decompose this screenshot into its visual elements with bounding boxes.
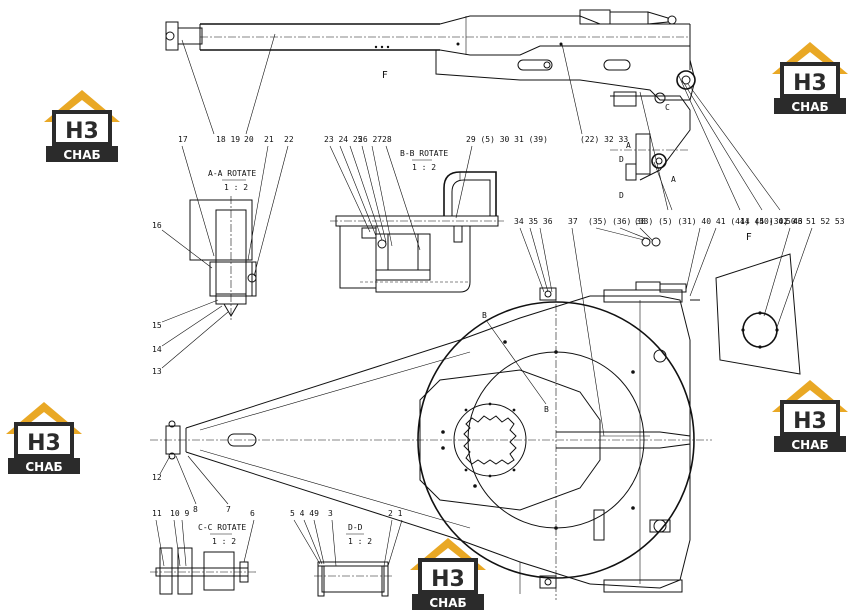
view-f-detail: F 50 51 52 53: [715, 217, 845, 375]
cc-scale: 1 : 2: [212, 537, 236, 546]
callout-21: 21: [264, 135, 274, 144]
logo-main: H3: [793, 409, 827, 434]
callout-35-36-38: (35) (36) 38: [588, 217, 646, 226]
top-boom-view: F: [165, 9, 696, 181]
logo-watermark: H3 СНАБ: [410, 538, 486, 610]
callout-20: 20: [244, 135, 254, 144]
cc-title: C-C ROTATE: [198, 523, 246, 532]
callout-34-35-36: 34 35 36: [514, 217, 553, 226]
marker-b-bottom: B: [544, 405, 549, 414]
bb-title: B-B ROTATE: [400, 149, 448, 158]
main-plan-view: B B: [150, 237, 712, 600]
aa-scale: 1 : 2: [224, 183, 248, 192]
callout-15: 15: [152, 321, 162, 330]
logo-main: H3: [431, 567, 465, 592]
marker-d-bottom: D: [619, 191, 624, 200]
logo-sub: СНАБ: [25, 460, 62, 474]
callout-16: 16: [152, 221, 162, 230]
logo-watermark: H3 СНАБ: [6, 402, 82, 474]
callout-50: 50: [786, 217, 796, 226]
view-f-title: F: [746, 232, 752, 243]
callout-51-52-53: 51 52 53: [806, 217, 845, 226]
section-dd: D-D 1 : 2 5 4 49 3 2 1: [290, 509, 403, 597]
callout-26-27: 26 27: [358, 135, 382, 144]
callout-33-42: (33) (5) (31) 40 41 (41) (40) 42 43: [634, 217, 803, 226]
logo-sub: СНАБ: [63, 148, 100, 162]
callout-29-30: 29 (5) 30 31 (39): [466, 135, 548, 144]
logo-main: H3: [27, 431, 61, 456]
marker-a-bottom: A: [671, 175, 676, 184]
logo-main: H3: [65, 119, 99, 144]
callout-37: 37: [568, 217, 578, 226]
aa-title: A-A ROTATE: [208, 169, 256, 178]
callout-6: 6: [250, 509, 255, 518]
callout-12: 12: [152, 473, 162, 482]
section-aa: A-A ROTATE 1 : 2 17 21 22 16 15 14 13: [152, 135, 294, 376]
logo-sub: СНАБ: [791, 100, 828, 114]
logo-watermark: H3 СНАБ: [772, 380, 848, 452]
callout-14: 14: [152, 345, 162, 354]
callout-17: 17: [178, 135, 188, 144]
dd-scale: 1 : 2: [348, 537, 372, 546]
callout-23-24-25: 23 24 25: [324, 135, 363, 144]
callout-7: 7: [226, 505, 231, 514]
callout-22: 22: [284, 135, 294, 144]
callout-11: 11: [152, 509, 162, 518]
marker-c: C: [665, 103, 670, 112]
callout-44-46: 44 45 (30) 46: [740, 217, 803, 226]
logo-sub: СНАБ: [791, 438, 828, 452]
marker-a-top: A: [626, 141, 631, 150]
callout-8: 8: [193, 505, 198, 514]
bb-scale: 1 : 2: [412, 163, 436, 172]
logo-sub: СНАБ: [429, 596, 466, 610]
dd-title: D-D: [348, 523, 363, 532]
callout-18-19: 18 19: [216, 135, 240, 144]
view-f-label: F: [382, 70, 388, 81]
section-bb: B-B ROTATE 1 : 2 23 24 25 26 27 28 29 (5…: [324, 135, 548, 293]
marker-d-top: D: [619, 155, 624, 164]
callout-32-33: (22) 32 33: [580, 135, 628, 144]
marker-b-top: B: [482, 311, 487, 320]
section-cc: C-C ROTATE 1 : 2 11 10 9 6: [150, 509, 256, 595]
main-callouts: 34 35 36 37 (35) (36) 38 (33) (5) (31) 4…: [152, 217, 803, 514]
callout-10-9: 10 9: [170, 509, 189, 518]
callout-5-4-49: 5 4 49: [290, 509, 319, 518]
callout-2-1: 2 1: [388, 509, 403, 518]
logo-watermark: H3 СНАБ: [772, 42, 848, 114]
callout-28: 28: [382, 135, 392, 144]
callout-3: 3: [328, 509, 333, 518]
callout-13: 13: [152, 367, 162, 376]
top-leaders: 18 19 20 (22) 32 33 A A D D C: [181, 33, 781, 211]
logo-watermark: H3 СНАБ: [44, 90, 120, 162]
logo-main: H3: [793, 71, 827, 96]
